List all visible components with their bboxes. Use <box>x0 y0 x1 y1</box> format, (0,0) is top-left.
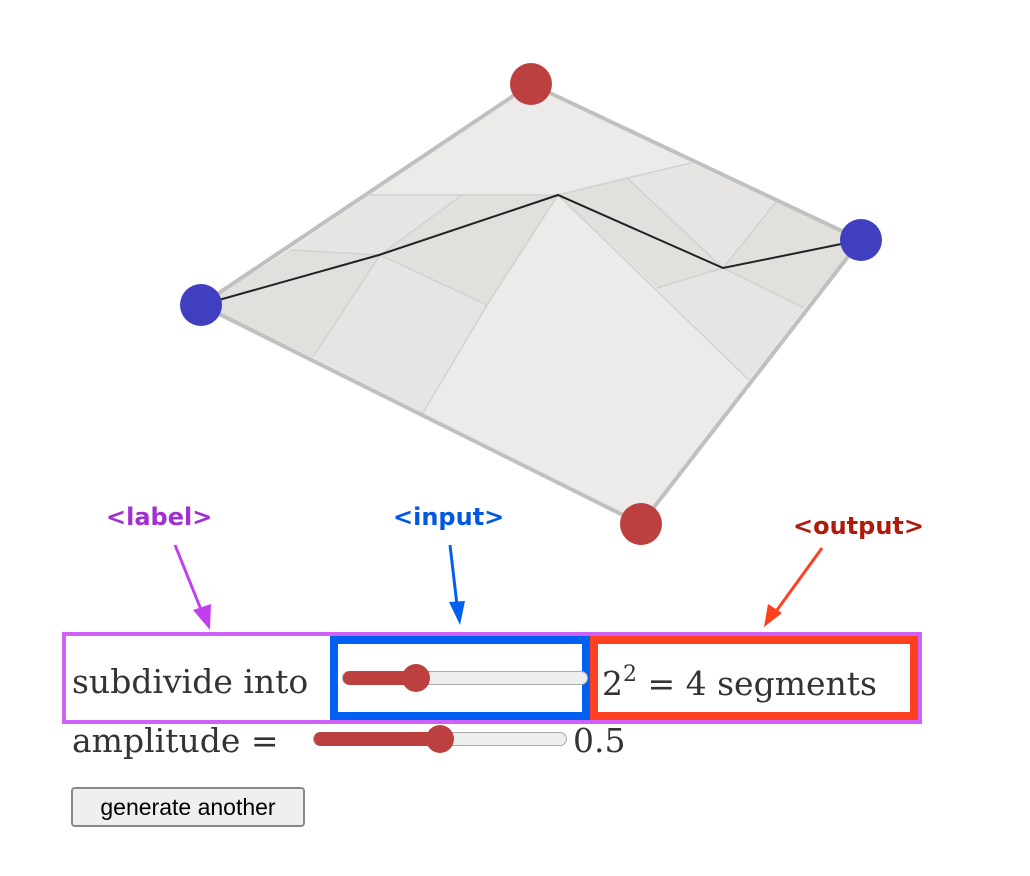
subdivide-slider-fill <box>343 671 417 685</box>
output-tag-annotation: <output> <box>793 512 925 540</box>
terrain-facet <box>201 250 380 357</box>
output-base: 2 <box>602 664 623 703</box>
subdivide-output: 22 = 4 segments <box>602 662 877 703</box>
amplitude-slider-fill <box>314 732 440 746</box>
subdivide-slider[interactable] <box>342 664 588 692</box>
corner-handle-bottom[interactable] <box>620 503 662 545</box>
output-arrow <box>764 547 824 627</box>
input-tag-annotation: <input> <box>393 503 505 531</box>
amplitude-label: amplitude = <box>72 721 279 760</box>
midpoint-path <box>200 193 862 306</box>
terrain-facet <box>313 255 487 413</box>
amplitude-slider-thumb[interactable] <box>426 725 454 753</box>
output-outline <box>590 636 918 720</box>
corner-handle-top[interactable] <box>510 63 552 105</box>
label-outline <box>62 632 922 724</box>
output-result: = 4 segments <box>647 664 878 703</box>
endpoint-handle-right[interactable] <box>840 219 882 261</box>
amplitude-value: 0.5 <box>573 721 626 760</box>
output-exponent: 2 <box>623 662 637 687</box>
generate-another-button[interactable]: generate another <box>71 787 305 827</box>
label-arrow <box>173 544 211 630</box>
amplitude-slider[interactable] <box>313 725 567 753</box>
terrain-facet <box>558 178 723 288</box>
subdivide-slider-thumb[interactable] <box>402 664 431 692</box>
facet-edges <box>289 162 805 414</box>
terrain-facet <box>627 163 776 268</box>
input-arrow <box>448 544 465 625</box>
terrain-facet <box>657 268 804 380</box>
endpoint-handle-left[interactable] <box>180 284 222 326</box>
subdivide-label: subdivide into <box>72 662 309 701</box>
label-tag-annotation: <label> <box>106 503 213 531</box>
